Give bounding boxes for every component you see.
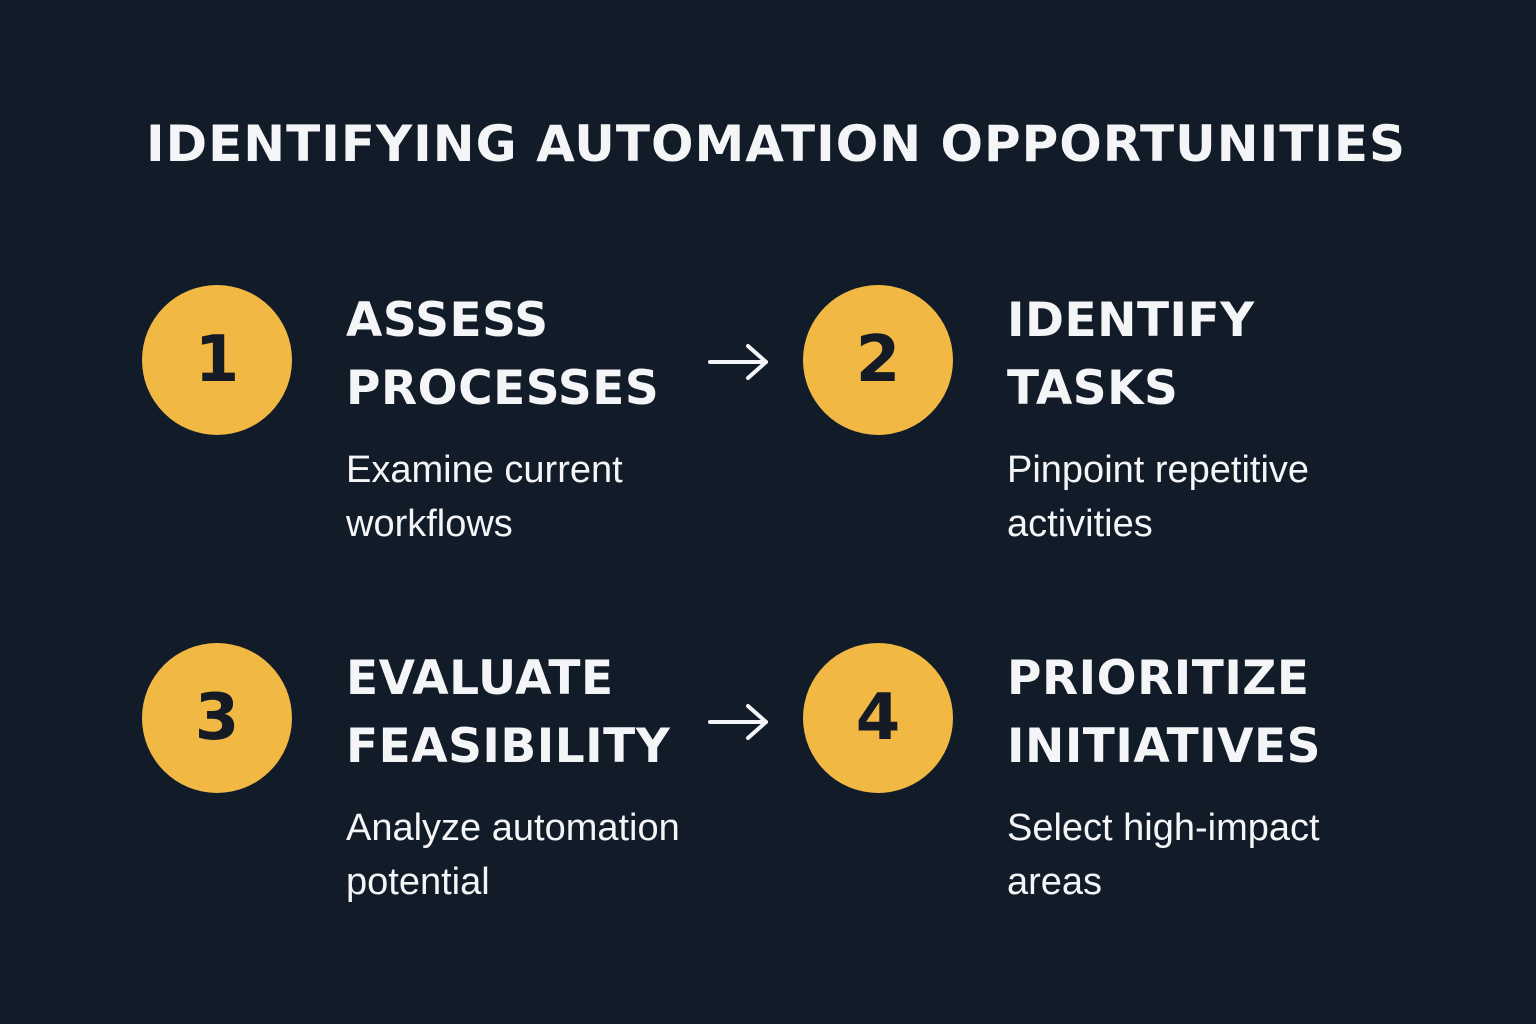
step-description: Select high-impact areas bbox=[1007, 807, 1320, 903]
step-number: 4 bbox=[855, 681, 901, 755]
step-4: 4 PRIORITIZE INITIATIVES Select high-imp… bbox=[803, 643, 1363, 943]
step-number: 3 bbox=[194, 681, 240, 755]
step-badge: 4 bbox=[803, 643, 953, 793]
step-3: 3 EVALUATE FEASIBILITY Analyze automatio… bbox=[142, 643, 702, 943]
step-number: 2 bbox=[855, 323, 901, 397]
step-2: 2 IDENTIFY TASKS Pinpoint repetitive act… bbox=[803, 285, 1363, 585]
step-title: EVALUATE FEASIBILITY bbox=[346, 651, 671, 774]
step-description: Analyze automation potential bbox=[346, 807, 680, 903]
arrow-right-icon bbox=[708, 704, 768, 740]
step-badge: 2 bbox=[803, 285, 953, 435]
step-title: ASSESS PROCESSES bbox=[346, 293, 660, 416]
page-title: IDENTIFYING AUTOMATION OPPORTUNITIES bbox=[146, 115, 1407, 173]
arrow-right-icon bbox=[708, 344, 768, 380]
step-title: PRIORITIZE INITIATIVES bbox=[1007, 651, 1321, 774]
step-1: 1 ASSESS PROCESSES Examine current workf… bbox=[142, 285, 702, 585]
step-number: 1 bbox=[194, 323, 240, 397]
step-title: IDENTIFY TASKS bbox=[1007, 293, 1255, 416]
step-badge: 1 bbox=[142, 285, 292, 435]
step-description: Pinpoint repetitive activities bbox=[1007, 449, 1310, 545]
step-badge: 3 bbox=[142, 643, 292, 793]
step-description: Examine current workflows bbox=[346, 449, 623, 545]
